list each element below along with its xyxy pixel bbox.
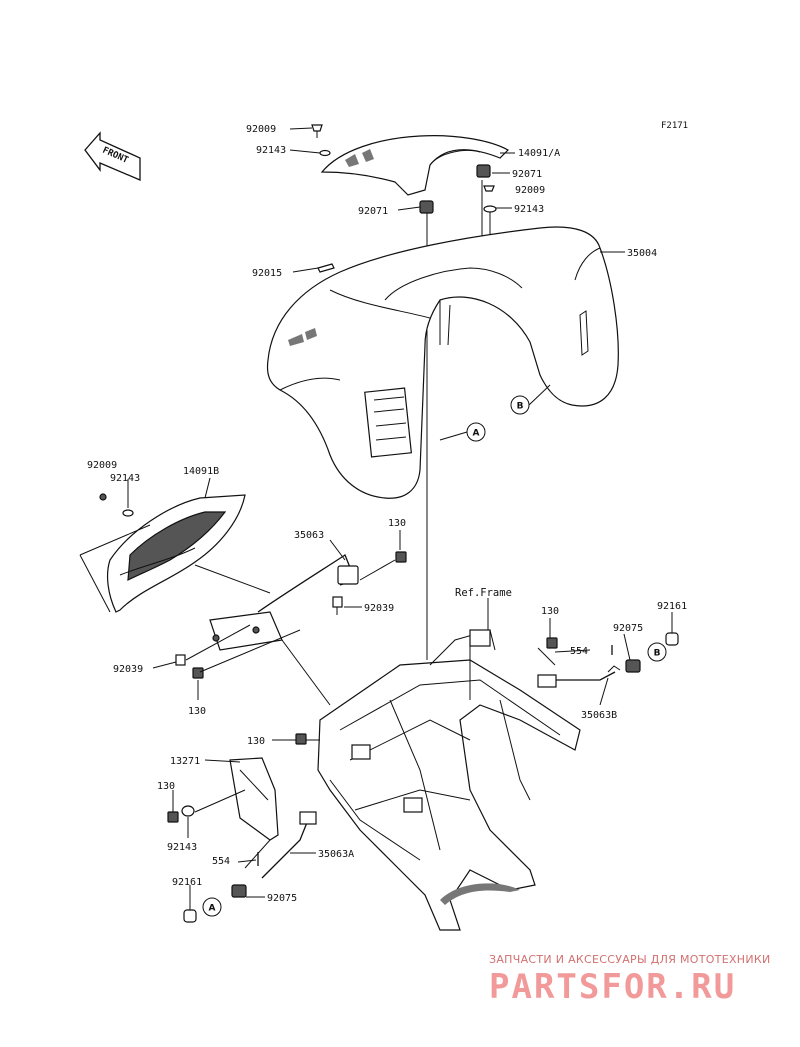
label-92039-right: 92039 xyxy=(364,603,394,614)
figure-code: F2171 xyxy=(661,121,688,131)
callout-A-bottom: A xyxy=(202,897,222,917)
label-92143-right: 92143 xyxy=(514,204,544,215)
front-arrow-icon: FRONT xyxy=(84,131,141,181)
washer-92143-right xyxy=(483,205,497,213)
label-35063: 35063 xyxy=(294,530,324,541)
callout-B-top: B xyxy=(510,384,551,415)
label-35063B: 35063B xyxy=(581,710,617,721)
svg-text:A: A xyxy=(209,904,216,914)
bracket-35063A xyxy=(183,811,317,923)
label-92009-top: 92009 xyxy=(246,124,276,135)
label-92071-left: 92071 xyxy=(358,206,388,217)
grommet-92071-right xyxy=(476,164,491,178)
label-130-a: 130 xyxy=(388,518,406,529)
clip-92009-right xyxy=(483,185,495,192)
side-cover-part xyxy=(99,493,246,613)
svg-text:B: B xyxy=(654,649,661,659)
watermark-tagline: ЗАПЧАСТИ И АКСЕССУАРЫ ДЛЯ МОТОТЕХНИКИ xyxy=(489,953,771,966)
label-554-right: 554 xyxy=(570,646,588,657)
bracket-35063 xyxy=(209,554,359,651)
label-130-b: 130 xyxy=(188,706,206,717)
label-14091B: 14091B xyxy=(183,466,219,477)
bolt-130-c xyxy=(546,637,558,649)
bolt-130-b xyxy=(192,667,204,679)
clip-92015 xyxy=(317,263,335,273)
label-35063A: 35063A xyxy=(318,849,354,860)
watermark-brand: PARTSFOR.RU xyxy=(489,967,736,1007)
label-92143-top: 92143 xyxy=(256,145,286,156)
label-130-d: 130 xyxy=(247,736,265,747)
washer-92143-bottom xyxy=(181,805,195,817)
label-13271: 13271 xyxy=(170,756,200,767)
top-cover-part xyxy=(320,135,509,196)
label-92075-right: 92075 xyxy=(613,623,643,634)
label-92071-right: 92071 xyxy=(512,169,542,180)
label-554-bottom: 554 xyxy=(212,856,230,867)
bolt-92039-left xyxy=(175,654,186,666)
label-130-e: 130 xyxy=(157,781,175,792)
bolt-130-a xyxy=(395,551,407,563)
frame-part xyxy=(317,629,581,931)
label-35004: 35004 xyxy=(627,248,657,259)
svg-text:B: B xyxy=(517,402,524,412)
callout-B-right: B xyxy=(647,642,667,662)
svg-text:A: A xyxy=(473,429,480,439)
label-92161-bottom: 92161 xyxy=(172,877,202,888)
label-92161-right: 92161 xyxy=(657,601,687,612)
cover-13271 xyxy=(229,757,279,841)
grommet-92071-left xyxy=(419,200,434,214)
washer-92143-top xyxy=(319,149,331,157)
label-92009-left: 92009 xyxy=(87,460,117,471)
label-92143-left: 92143 xyxy=(110,473,140,484)
bolt-130-d xyxy=(295,733,307,745)
bolt-130-e xyxy=(167,811,179,823)
label-92075-bottom: 92075 xyxy=(267,893,297,904)
label-92009-right: 92009 xyxy=(515,185,545,196)
rear-fender-part xyxy=(266,226,619,499)
callout-A-top: A xyxy=(439,422,486,442)
label-92015: 92015 xyxy=(252,268,282,279)
bolt-92039-right xyxy=(332,596,343,615)
label-92039-left: 92039 xyxy=(113,664,143,675)
clip-92009-top xyxy=(311,124,323,138)
watermark: ЗАПЧАСТИ И АКСЕССУАРЫ ДЛЯ МОТОТЕХНИКИ PA… xyxy=(489,953,771,1007)
label-14091A: 14091/A xyxy=(518,148,560,159)
label-92143-bottom: 92143 xyxy=(167,842,197,853)
label-130-c: 130 xyxy=(541,606,559,617)
label-ref-frame: Ref.Frame xyxy=(455,587,512,599)
